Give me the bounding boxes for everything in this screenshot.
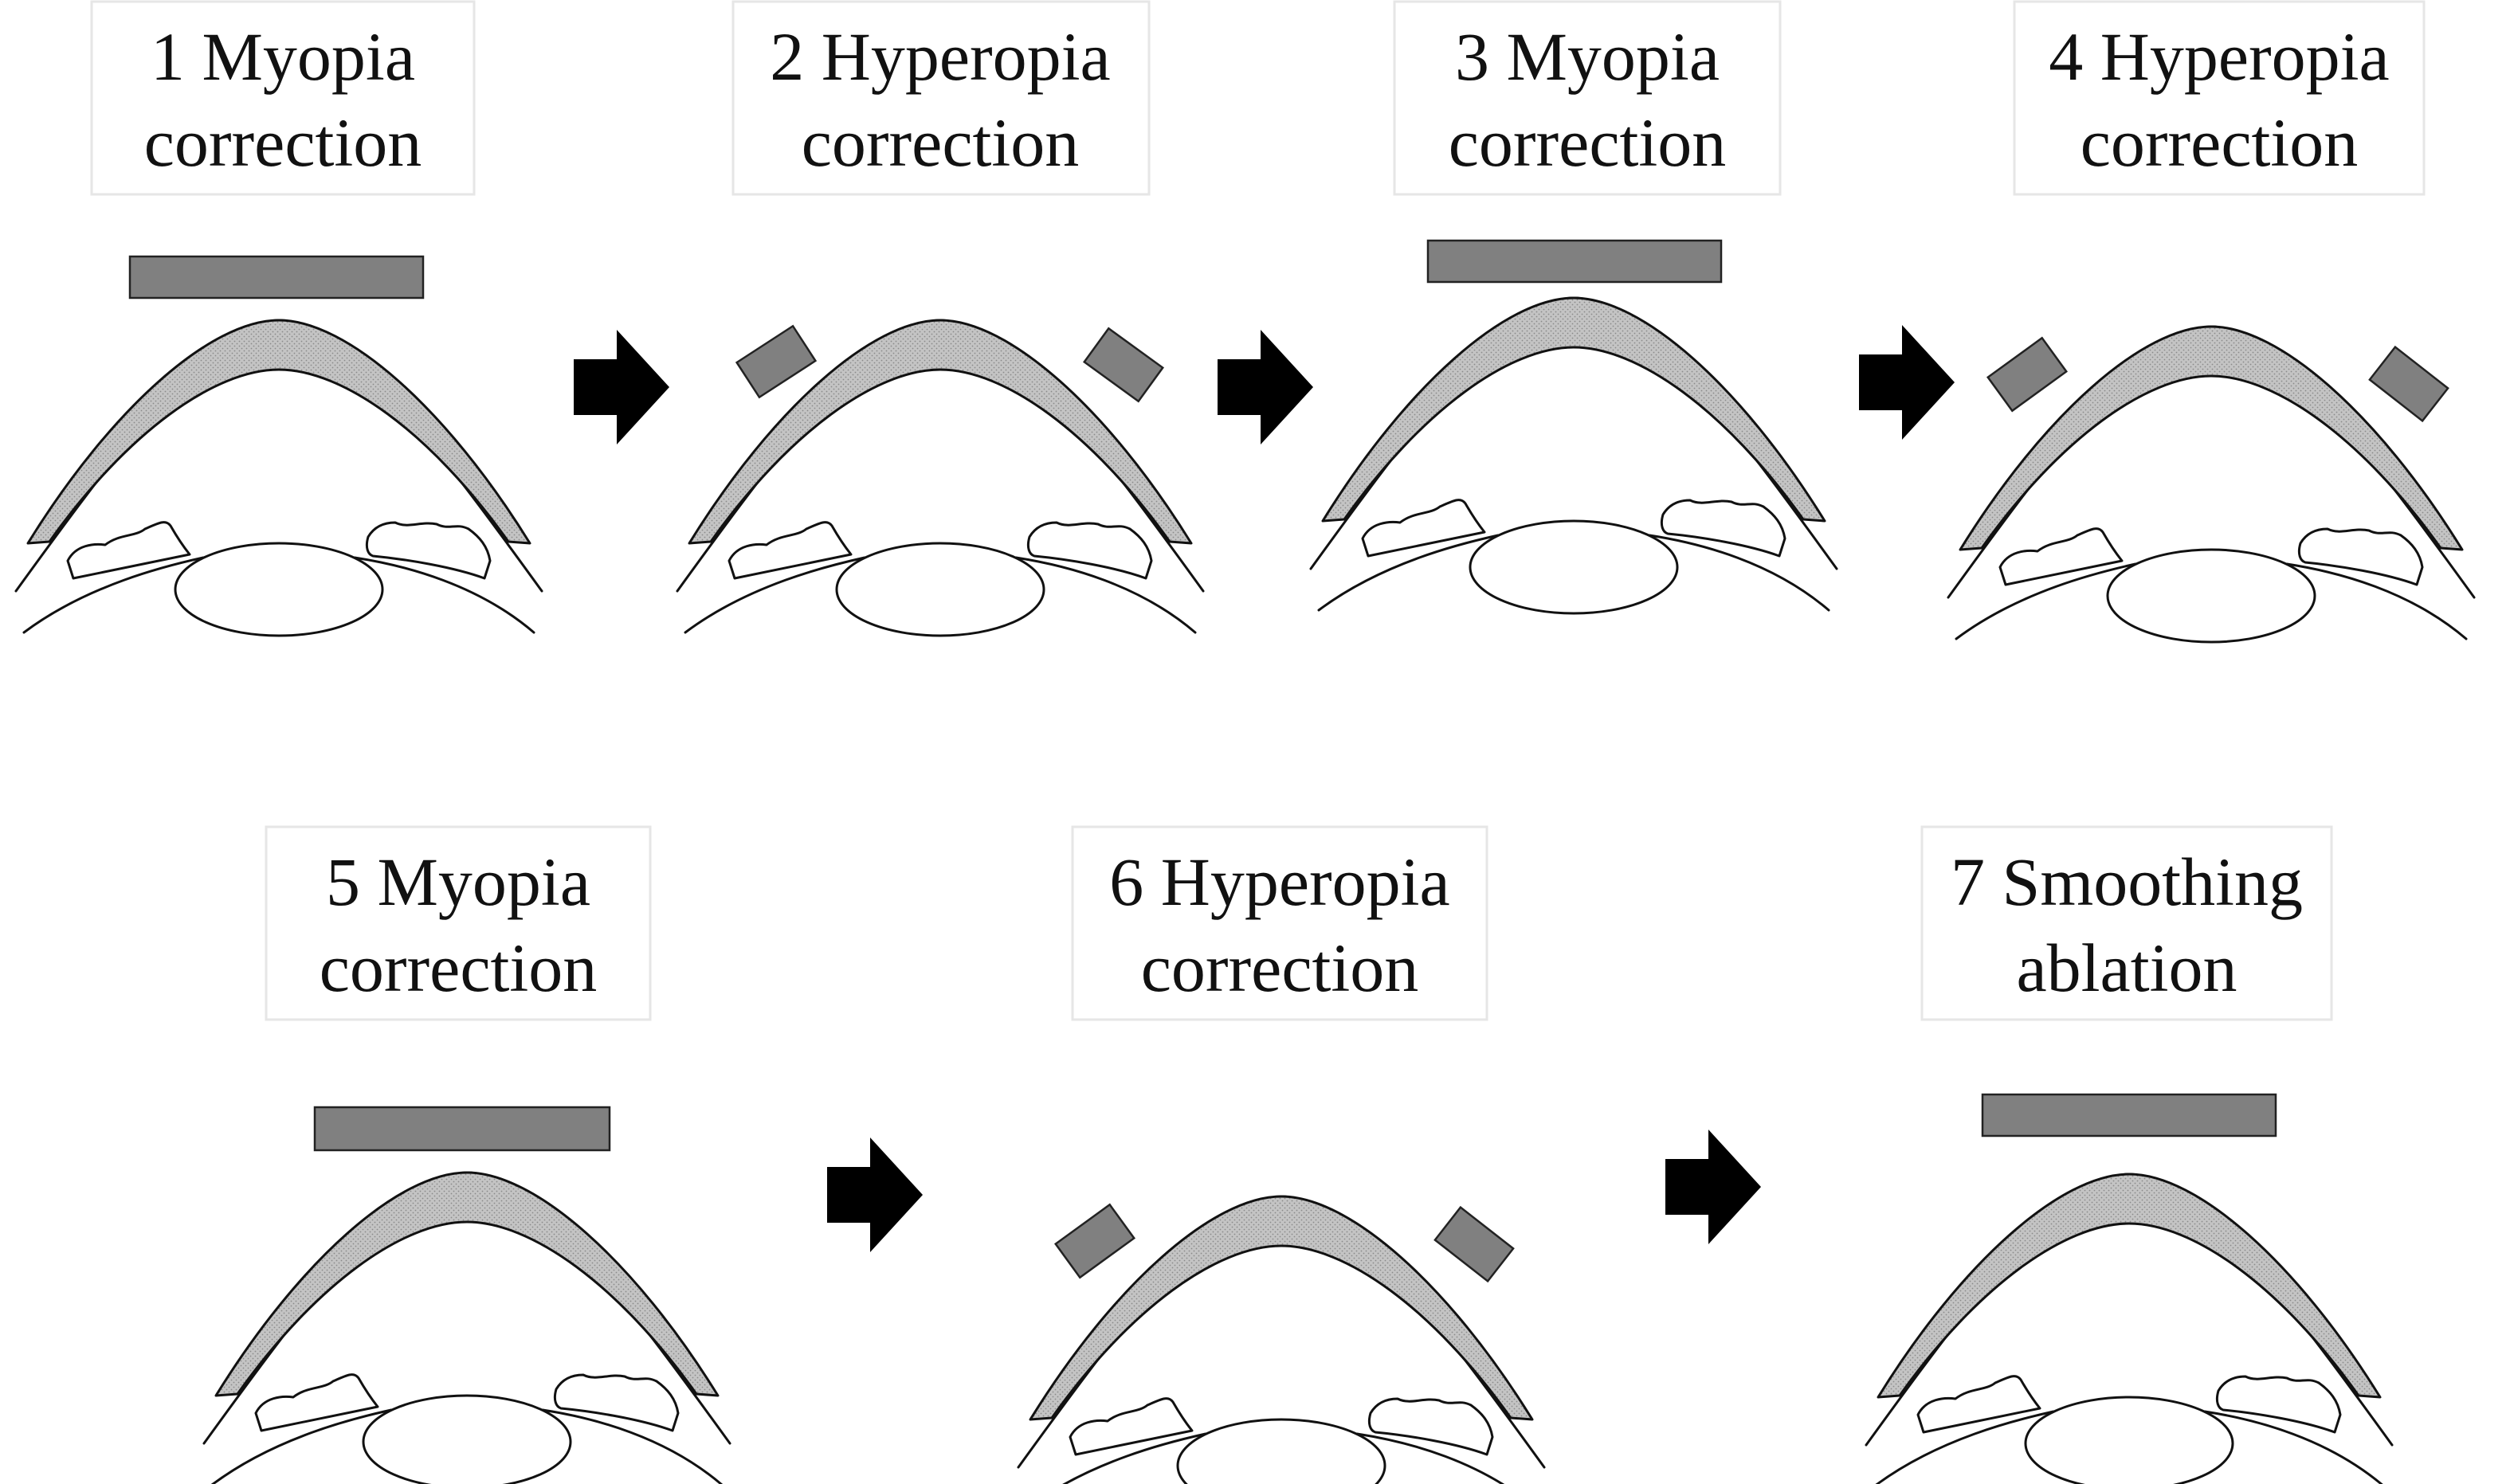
step-6-subtitle: correction <box>1141 930 1419 1006</box>
step-3-central-laser-beam <box>1426 239 1723 284</box>
step-2-title: 2 Hyperopia <box>770 18 1110 95</box>
step-1-panel: 1 Myopia correction <box>14 0 543 637</box>
step-6-right-peripheral-laser-beam <box>1433 1205 1515 1283</box>
step-7-title: 7 Smoothing <box>1951 844 2303 920</box>
step-4-left-peripheral-laser-beam <box>1986 336 2069 413</box>
step-7-panel: 7 Smoothing ablation <box>1865 825 2394 1484</box>
step-4-label-box <box>2013 0 2426 196</box>
step-3-panel: 3 Myopia correction <box>1309 0 1838 615</box>
step-6-left-peripheral-laser-beam <box>1053 1203 1136 1279</box>
step-1-central-laser-beam <box>128 255 425 300</box>
step-3-label-box <box>1393 0 1782 196</box>
step-4-subtitle: correction <box>2081 104 2359 181</box>
step-5-eye-cross-section <box>202 1171 731 1484</box>
step-3-subtitle: correction <box>1449 104 1727 181</box>
step-5-subtitle: correction <box>320 930 598 1006</box>
step-5-panel: 5 Myopia correction <box>202 825 731 1484</box>
step-4-right-peripheral-laser-beam <box>2368 345 2449 423</box>
right-arrow-icon <box>1859 325 1955 440</box>
step-2-subtitle: correction <box>802 104 1080 181</box>
step-6-panel: 6 Hyperopia correction <box>1017 825 1546 1484</box>
right-arrow-icon <box>1218 330 1313 444</box>
right-arrow-icon <box>827 1137 923 1252</box>
step-6-title: 6 Hyperopia <box>1109 844 1449 920</box>
step-2-label-box <box>731 0 1151 196</box>
step-3-eye-cross-section <box>1309 296 1838 615</box>
step-4-title: 4 Hyperopia <box>2049 18 2389 95</box>
step-4-panel: 4 Hyperopia correction <box>1947 0 2476 644</box>
step-5-title: 5 Myopia <box>326 844 590 920</box>
right-arrow-icon <box>1665 1130 1761 1244</box>
step-1-subtitle: correction <box>144 104 422 181</box>
step-5-label-box <box>265 825 652 1021</box>
step-2-panel: 2 Hyperopia correction <box>676 0 1205 637</box>
step-2-right-peripheral-laser-beam <box>1082 327 1165 403</box>
step-1-title: 1 Myopia <box>151 18 415 95</box>
step-2-left-peripheral-laser-beam <box>735 324 818 399</box>
step-7-central-laser-beam <box>1981 1093 2277 1137</box>
step-3-title: 3 Myopia <box>1455 18 1720 95</box>
right-arrow-icon <box>574 330 669 444</box>
step-7-eye-cross-section <box>1865 1173 2394 1484</box>
step-1-label-box <box>90 0 476 196</box>
step-1-eye-cross-section <box>14 319 543 637</box>
step-6-label-box <box>1071 825 1488 1021</box>
step-7-subtitle: ablation <box>2016 930 2237 1006</box>
step-7-label-box <box>1920 825 2333 1021</box>
step-5-central-laser-beam <box>313 1106 611 1152</box>
